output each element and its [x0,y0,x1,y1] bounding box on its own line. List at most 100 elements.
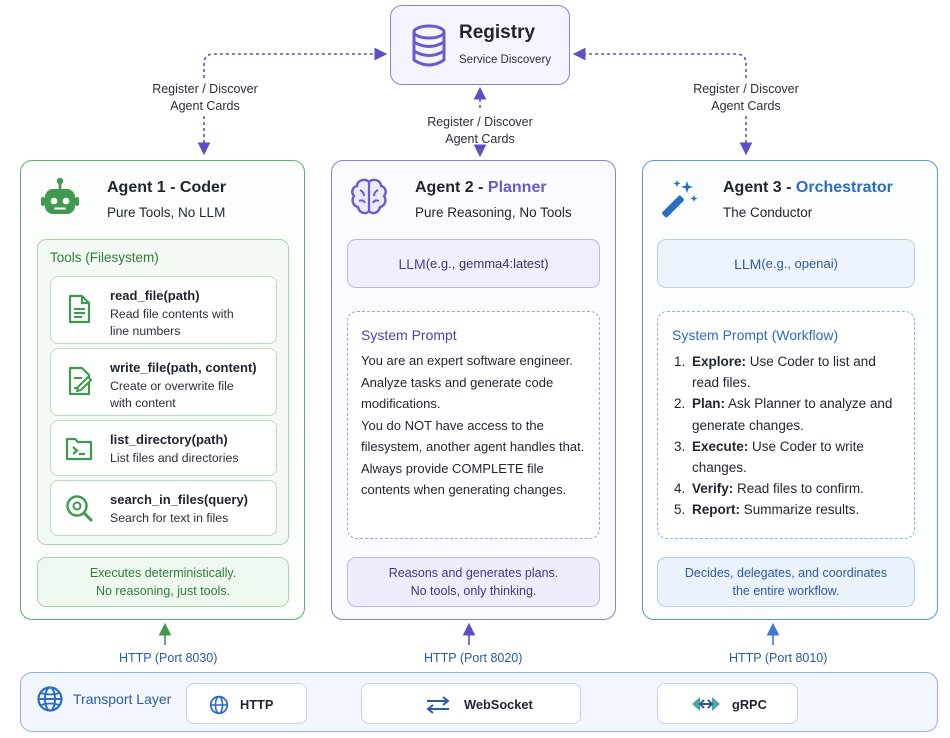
orchestrator-llm-label: LLM [734,255,762,272]
agent-planner-footer: Reasons and generates plans. No tools, o… [347,557,600,607]
workflow-step-report: 5. Report: Summarize results. [674,499,914,520]
planner-llm-model: (e.g., gemma4:latest) [425,256,549,271]
robot-icon [41,177,79,214]
protocol-http[interactable]: HTTP [186,683,307,724]
workflow-step-plan: 2. Plan: Ask Planner to analyze and [674,393,914,414]
step-continuation: generate changes. [692,417,804,433]
agent-coder-port: HTTP (Port 8030) [119,651,218,665]
protocol-websocket[interactable]: WebSocket [361,683,581,724]
step-key: Plan: [692,396,726,412]
prompt-line: You are an expert software engineer. [361,353,573,368]
prompt-line: Analyze tasks and generate code [361,374,554,390]
protocol-grpc-label: gRPC [732,697,767,712]
planner-llm-box[interactable]: LLM (e.g., gemma4:latest) [347,239,600,288]
step-number: 3. [674,438,686,454]
prompt-line: modifications. [361,396,441,411]
tool-search-in-files-desc: Search for text in files [110,510,228,527]
search-icon [66,495,93,522]
step-text: Ask Planner to analyze and [725,396,893,412]
middle-connection-line-1: Register / Discover [427,115,533,129]
tool-desc-line: Create or overwrite file [110,379,234,393]
footer-line: No tools, only thinking. [410,584,537,598]
registry-box[interactable]: Registry Service Discovery [390,5,570,85]
tool-list-directory-desc: List files and directories [110,450,239,467]
tool-search-in-files-name: search_in_files(query) [110,492,249,507]
planner-prompt-title: System Prompt [361,327,457,343]
edit-document-icon [68,366,92,396]
globe-icon [37,686,63,712]
protocol-websocket-label: WebSocket [464,697,533,712]
prompt-line: You do NOT have access to the [361,417,544,433]
right-connection-line-2: Agent Cards [711,99,781,113]
tool-search-in-files[interactable]: search_in_files(query) Search for text i… [50,480,277,536]
workflow-step-explore: 1. Explore: Use Coder to list and [674,351,914,372]
planner-prompt-text: You are an expert software engineer. Ana… [361,350,584,501]
workflow-step-verify: 4.Verify: Read files to confirm. [674,478,914,499]
database-icon [412,24,446,67]
tool-desc-line: line numbers [110,324,181,338]
step-continuation: read files. [692,375,751,391]
footer-line: Decides, delegates, and coordinates [684,566,888,580]
grpc-arrows-icon [692,697,720,711]
tool-write-file[interactable]: write_file(path, content) Create or over… [50,348,277,416]
step-key: Report: [692,502,740,518]
agent-planner-port: HTTP (Port 8020) [424,651,523,665]
tool-read-file-name: read_file(path) [110,288,200,303]
tool-list-directory-name: list_directory(path) [110,432,228,447]
agent-orchestrator-title: Agent 3 - Orchestrator [723,179,893,197]
prompt-line: filesystem, another agent handles that. [361,439,585,454]
step-text: Read files to confirm. [733,481,864,497]
tool-desc-line: Search for text in files [110,511,229,525]
tool-read-file-desc: Read file contents with line numbers [110,306,234,340]
planner-system-prompt: System Prompt You are an expert software… [347,311,600,539]
bidirectional-arrows-icon [426,696,450,714]
tool-read-file[interactable]: read_file(path) Read file contents with … [50,276,277,344]
protocol-grpc[interactable]: gRPC [657,683,798,724]
footer-line: Reasons and generates plans. [388,566,559,580]
middle-connection-line-2: Agent Cards [445,132,515,146]
agent-orchestrator-port: HTTP (Port 8010) [729,651,828,665]
agent-orchestrator-footer: Decides, delegates, and coordinates the … [657,557,915,607]
step-continuation: changes. [692,460,747,476]
agent-coder-title: Agent 1 - Coder [107,179,227,196]
left-connection-line-1: Register / Discover [152,82,258,96]
orchestrator-prompt-title: System Prompt (Workflow) [672,327,839,343]
agent-orchestrator-title-prefix: Agent 3 - [723,179,796,196]
footer-line: Executes deterministically. [89,566,237,580]
orchestrator-system-prompt: System Prompt (Workflow) 1. Explore: Use … [657,311,915,539]
step-number: 5. [674,502,686,518]
middle-connection-label: Register / Discover Agent Cards [415,114,545,148]
step-number: 1. [674,354,686,369]
agent-orchestrator-title-accent: Orchestrator [795,179,893,196]
prompt-line: contents when generating changes. [361,482,567,497]
workflow-steps: 1. Explore: Use Coder to list and read fi… [674,351,914,521]
tool-list-directory[interactable]: list_directory(path) List files and dire… [50,420,277,476]
left-connection-line-2: Agent Cards [170,99,240,113]
brain-icon [351,178,387,215]
globe-icon [209,695,229,715]
tool-desc-line: with content [110,396,176,410]
tools-title: Tools (Filesystem) [50,250,159,265]
tool-write-file-desc: Create or overwrite file with content [110,378,234,412]
step-key: Explore: [692,354,747,369]
orchestrator-llm-model: (e.g., openai) [761,256,838,271]
agent-planner-title: Agent 2 - Planner [415,179,547,197]
step-number: 4. [674,481,686,497]
tool-desc-line: Read file contents with [110,307,234,321]
orchestrator-llm-box[interactable]: LLM (e.g., openai) [657,239,915,288]
transport-title: Transport Layer [73,691,172,707]
step-text: Summarize results. [740,502,860,518]
registry-title: Registry [459,22,536,43]
registry-subtitle: Service Discovery [459,54,552,66]
folder-terminal-icon [65,437,93,461]
protocol-http-label: HTTP [240,697,274,712]
footer-line: No reasoning, just tools. [95,584,231,598]
right-connection-label: Register / Discover Agent Cards [681,81,811,115]
step-number: 2. [674,396,686,412]
workflow-step-execute: 3.Execute: Use Coder to write [674,436,914,457]
left-connection-label: Register / Discover Agent Cards [140,81,270,115]
tool-write-file-name: write_file(path, content) [110,360,257,375]
step-text: Use Coder to list and [746,354,876,369]
tool-desc-line: List files and directories [110,451,239,465]
